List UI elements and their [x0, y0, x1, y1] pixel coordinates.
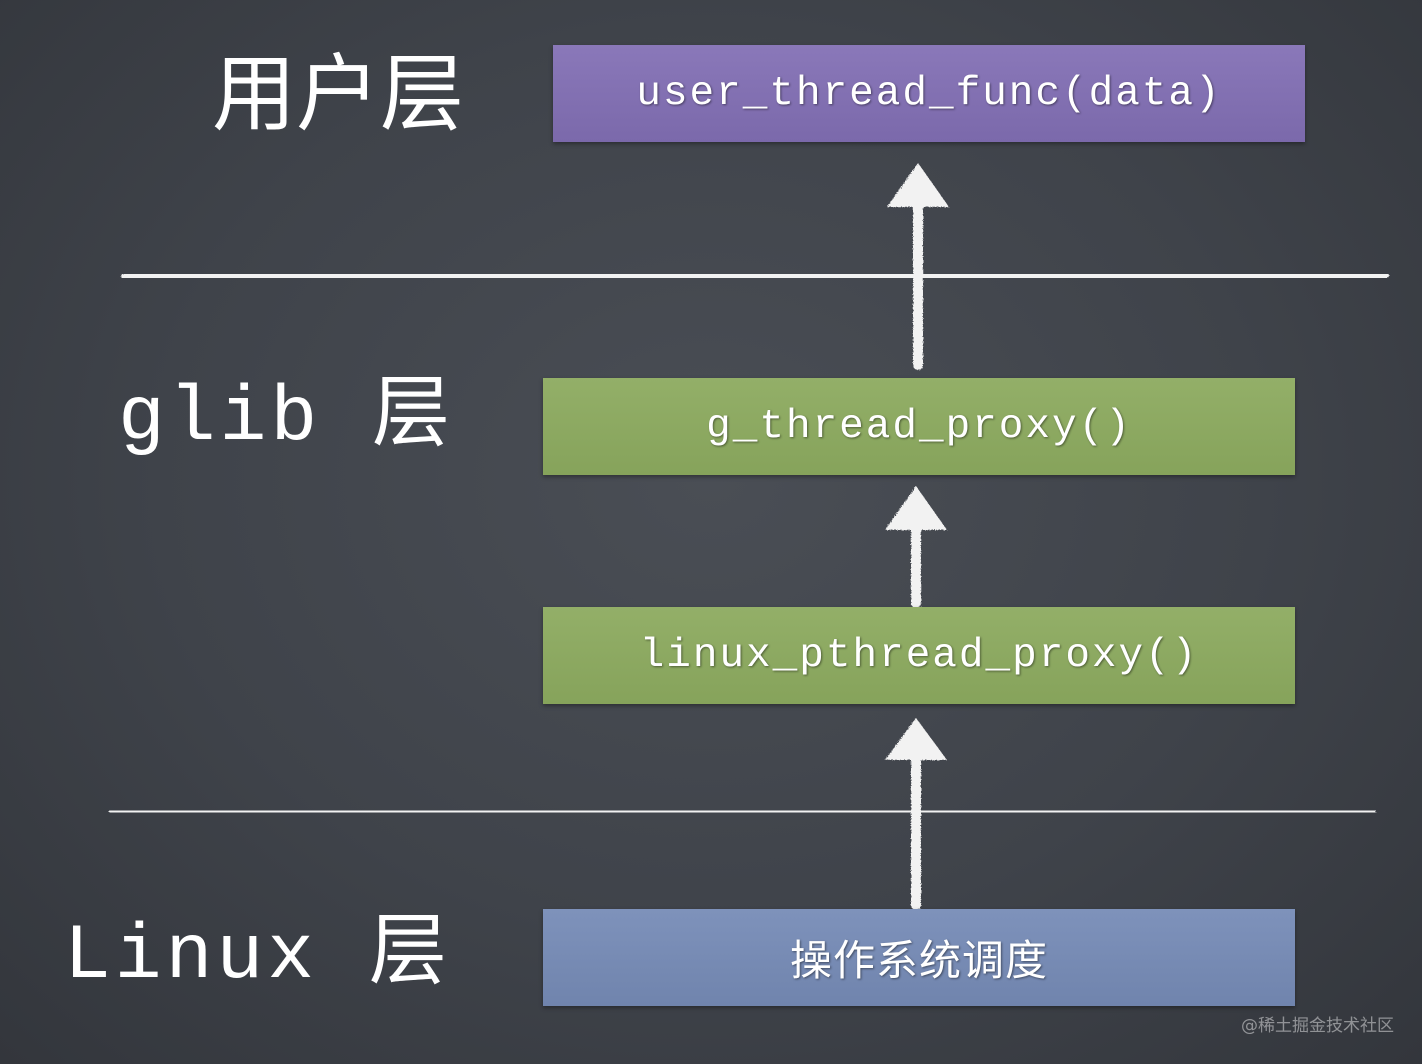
user-thread-func-text: user_thread_func(data)	[636, 70, 1222, 117]
user-thread-func-box: user_thread_func(data)	[553, 45, 1305, 142]
user-layer-label: 用户层	[212, 45, 465, 143]
arrow-glib-to-user	[887, 163, 949, 370]
watermark: @稀土掘金技术社区	[1241, 1016, 1394, 1036]
glib-layer-label: glib 层	[118, 375, 455, 463]
g-thread-proxy-text: g_thread_proxy()	[706, 403, 1132, 450]
os-scheduler-text: 操作系统调度	[789, 936, 1048, 985]
g-thread-proxy-box: g_thread_proxy()	[543, 378, 1295, 475]
linux-layer-label: Linux 层	[64, 913, 451, 1001]
arrow-pthread-to-glib	[885, 486, 947, 608]
os-scheduler-box: 操作系统调度	[543, 909, 1295, 1006]
divider-user-glib	[121, 271, 1389, 281]
linux-pthread-proxy-box: linux_pthread_proxy()	[543, 607, 1295, 704]
linux-pthread-proxy-text: linux_pthread_proxy()	[639, 632, 1199, 679]
divider-glib-linux	[109, 807, 1376, 816]
arrow-os-to-pthread	[885, 718, 947, 910]
